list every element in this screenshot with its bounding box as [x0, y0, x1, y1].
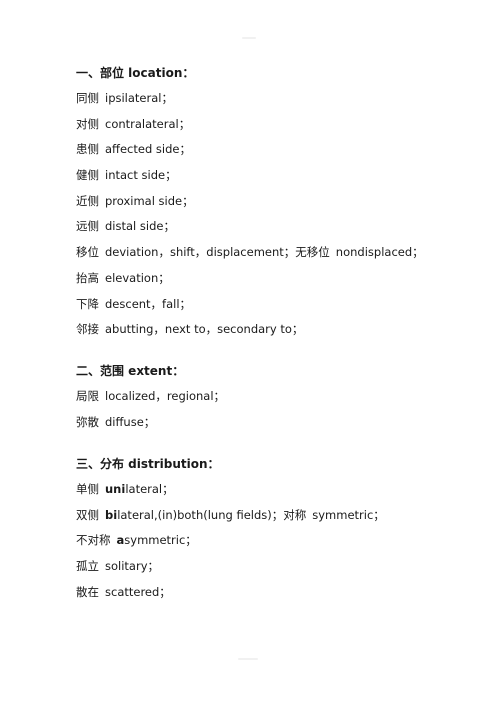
term-line: 双侧 bilateral,(in)both(lung fields)；对称 symm… — [76, 507, 486, 524]
section-heading: 三、分布 distribution： — [76, 456, 220, 471]
term-zh: 散在 — [76, 584, 99, 599]
term-line: 不对称 asymmetric； — [76, 532, 486, 549]
term-en: localized，regional； — [105, 389, 226, 404]
faint-bottom-mark — [238, 658, 258, 660]
faint-top-mark — [242, 37, 256, 39]
term-line: 孤立 solitary； — [76, 558, 486, 575]
term-en-prefix: bi — [105, 507, 118, 522]
term-zh: 单侧 — [76, 481, 99, 496]
section-location: 一、部位 location： 同侧 ipsilateral； 对侧 contrala… — [76, 64, 486, 338]
term-line: 抬高 elevation； — [76, 270, 486, 287]
term-en: scattered； — [105, 584, 171, 599]
term-line: 邻接 abutting，next to，secondary to； — [76, 321, 486, 338]
term-en: symmetric； — [124, 533, 197, 548]
term-zh: 健侧 — [76, 168, 99, 183]
term-en-prefix: uni — [105, 481, 126, 496]
term-line: 散在 scattered； — [76, 584, 486, 601]
term-en-secondary: symmetric； — [312, 507, 385, 522]
term-zh: 同侧 — [76, 91, 99, 105]
section-heading: 二、范围 extent： — [76, 364, 185, 379]
term-zh: 对侧 — [76, 116, 99, 131]
section-heading: 一、部位 location： — [76, 66, 195, 80]
section-distribution: 三、分布 distribution： 单侧 unilateral； 双侧 bilat… — [76, 455, 486, 601]
term-line: 移位 deviation，shift，displacement；无移位 nondis… — [76, 244, 486, 261]
term-line: 弥散 diffuse； — [76, 414, 486, 431]
term-en: ipsilateral； — [105, 91, 173, 105]
term-en: deviation，shift，displacement； — [105, 245, 296, 260]
term-en: solitary； — [105, 558, 160, 573]
term-zh: 患侧 — [76, 142, 99, 157]
section-extent: 二、范围 extent： 局限 localized，regional； 弥散 dif… — [76, 362, 486, 431]
term-zh: 邻接 — [76, 322, 99, 337]
term-zh: 抬高 — [76, 270, 99, 285]
term-en: descent，fall； — [105, 296, 192, 311]
term-line: 局限 localized，regional； — [76, 388, 486, 405]
term-en-secondary: nondisplaced； — [335, 245, 424, 260]
term-en: intact side； — [105, 168, 177, 183]
term-zh: 近侧 — [76, 193, 99, 208]
term-en: contralateral； — [105, 116, 191, 131]
term-zh: 远侧 — [76, 219, 99, 234]
term-en: elevation； — [105, 270, 170, 285]
term-line: 健侧 intact side； — [76, 167, 486, 184]
term-en: distal side； — [105, 219, 175, 234]
term-zh: 不对称 — [76, 533, 111, 548]
term-zh: 移位 — [76, 245, 99, 260]
term-line: 同侧 ipsilateral； — [76, 90, 486, 107]
term-en: lateral,(in)both(lung fields)； — [117, 507, 284, 522]
term-line: 远侧 distal side； — [76, 218, 486, 235]
term-en: proximal side； — [105, 193, 194, 208]
term-line: 下降 descent，fall； — [76, 296, 486, 313]
term-en: lateral； — [125, 481, 174, 496]
term-line: 对侧 contralateral； — [76, 116, 486, 133]
term-en: affected side； — [105, 142, 191, 157]
term-zh: 下降 — [76, 296, 99, 311]
term-line: 患侧 affected side； — [76, 141, 486, 158]
term-zh: 局限 — [76, 389, 99, 404]
term-zh: 双侧 — [76, 507, 99, 522]
term-zh: 孤立 — [76, 558, 99, 573]
term-zh: 弥散 — [76, 414, 99, 429]
document-body: 一、部位 location： 同侧 ipsilateral； 对侧 contrala… — [76, 64, 486, 625]
term-en: abutting，next to，secondary to； — [105, 322, 304, 337]
term-zh-secondary: 无移位 — [295, 245, 330, 260]
term-en: diffuse； — [105, 414, 156, 429]
term-zh-secondary: 对称 — [283, 507, 307, 522]
term-line: 近侧 proximal side； — [76, 193, 486, 210]
term-en-prefix: a — [116, 533, 125, 548]
term-line: 单侧 unilateral； — [76, 481, 486, 498]
